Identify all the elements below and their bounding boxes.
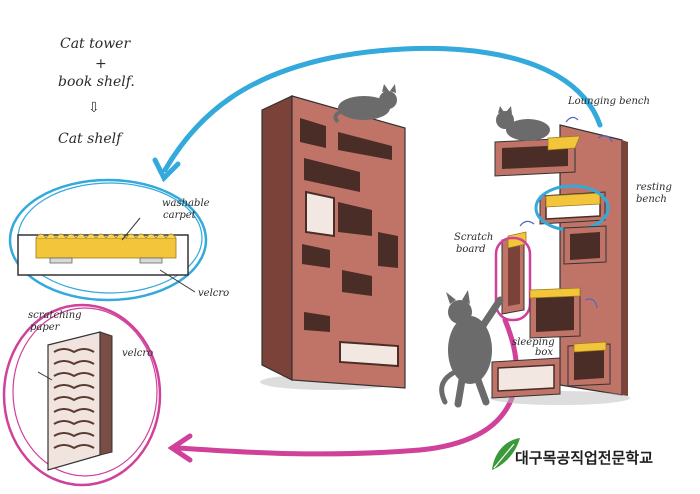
scratch-rib (53, 360, 95, 366)
velcro-pointer-line (159, 269, 196, 293)
cat-sitting-bench-icon (496, 106, 550, 141)
label-velcro-scratch: velcro (122, 348, 153, 359)
shelf-opening (378, 232, 398, 268)
shelf-opening (338, 132, 392, 160)
carpet-fur (35, 233, 177, 239)
carpet-velcro-strip-left (49, 257, 73, 264)
pink-arrow-head (167, 433, 193, 463)
carpet-detail-circle (8, 178, 208, 302)
motion-stroke (519, 220, 535, 227)
concept-line-cat-tower: Cat tower (60, 36, 131, 52)
scratch-detail-circle-inner (12, 307, 158, 477)
shelf-opening (305, 190, 335, 238)
shelf-opening (338, 202, 372, 236)
washable-pointer-line (121, 217, 141, 241)
label-bench: bench (636, 194, 667, 205)
wall-cubby-opening (536, 296, 574, 332)
label-resting: resting (636, 182, 672, 193)
scratch-detail-circle (2, 303, 162, 487)
wall-cubby-opening (570, 232, 600, 260)
concept-down-arrow: ⇩ (88, 100, 100, 116)
shelf-opening (304, 158, 360, 192)
label-scratching: scratching (28, 310, 82, 321)
carpet-cushion (35, 237, 177, 259)
wall-cubby-opening (574, 350, 604, 380)
label-board: board (456, 244, 486, 255)
scratch-paper-ribs (53, 348, 95, 450)
concept-note: Cat tower + book shelf. ⇩ Cat shelf (58, 36, 135, 147)
concept-plus: + (95, 56, 107, 72)
cat-standing-icon (439, 290, 504, 408)
tall-shelf-side (261, 95, 293, 381)
shelf-opening (300, 118, 326, 148)
shelf-opening (302, 244, 330, 268)
motion-stroke (565, 116, 579, 123)
cat-sleeping-top-icon (333, 84, 397, 124)
blue-arrow-head (152, 157, 181, 183)
shelf-opening (342, 270, 372, 296)
wall-cubby-cushion (573, 341, 607, 353)
concept-line-cat-shelf: Cat shelf (58, 131, 124, 147)
tall-shelf-openings (300, 118, 399, 368)
scratch-rib (53, 420, 95, 426)
scratch-board (494, 231, 532, 322)
school-logo-text: 대구목공직업전문학교 (515, 449, 654, 467)
sleeping-box (491, 357, 561, 399)
label-velcro-carpet: velcro (198, 288, 229, 299)
lounging-bench (494, 135, 581, 177)
blue-arrow-curve (162, 45, 603, 173)
label-washable: washable (162, 198, 210, 209)
scratch-rib (53, 408, 95, 414)
motion-stroke (597, 135, 613, 143)
scratch-rib (53, 348, 95, 354)
scratch-pointer-arrow (37, 371, 53, 381)
label-paper: paper (30, 322, 61, 333)
scratch-rib (53, 444, 95, 450)
carpet-detail: washable carpet velcro (17, 198, 229, 299)
shelf-labels: Lounging bench resting bench Scratch boa… (454, 96, 672, 358)
motion-stroke (584, 298, 598, 309)
carpet-velcro-strip-right (139, 257, 163, 264)
concept-line-book-shelf: book shelf. (58, 74, 135, 90)
shelf-opening (339, 340, 399, 368)
label-carpet: carpet (163, 210, 197, 221)
label-lounging-bench: Lounging bench (567, 96, 650, 107)
label-box: box (535, 347, 553, 358)
scratch-detail: scratching paper velcro (28, 310, 153, 471)
scratch-board-highlight (494, 236, 532, 322)
scratch-rib (53, 396, 95, 402)
label-sleeping: sleeping (512, 337, 555, 348)
tall-cat-shelf (260, 84, 406, 390)
label-scratch: Scratch (454, 232, 493, 243)
wall-panel-edge (622, 140, 628, 396)
scratch-board-side (99, 331, 113, 456)
leaf-logo-icon (492, 438, 520, 470)
scratch-rib (53, 384, 95, 390)
wall-cubby-cushion (529, 287, 581, 299)
shelf-opening (304, 312, 330, 332)
scratch-rib (53, 432, 95, 438)
scratch-rib (53, 372, 95, 378)
wall-cat-shelf (490, 106, 630, 405)
